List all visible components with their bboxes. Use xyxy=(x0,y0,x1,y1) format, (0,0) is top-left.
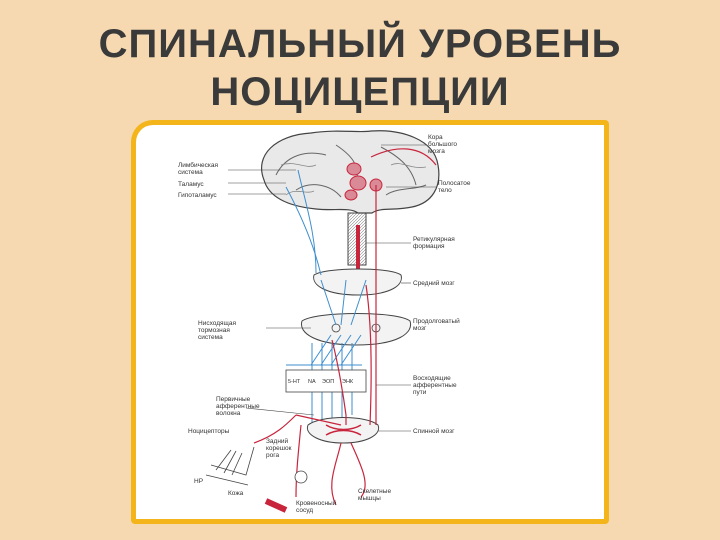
label-hp: НР xyxy=(194,478,203,485)
label-primary-afferent-3: волокна xyxy=(216,410,241,417)
label-skeletal-muscle-2: мышцы xyxy=(358,495,381,502)
diagram-frame: 5-НТ NA ЭОП ЭНК xyxy=(131,120,609,524)
label-leaders xyxy=(228,144,436,432)
neuro-label-1: 5-НТ xyxy=(288,379,301,385)
label-reticular-2: формация xyxy=(413,243,445,250)
label-primary-afferent-2: афферентные xyxy=(216,403,260,410)
medulla-section xyxy=(300,313,412,346)
label-reticular-1: Ретикулярная xyxy=(413,236,455,243)
slide-title-line2: НОЦИЦЕПЦИИ xyxy=(210,70,510,114)
neuro-label-4: ЭНК xyxy=(342,379,354,385)
label-descending-2: тормозная xyxy=(198,327,230,334)
label-cortex-3: мозга xyxy=(428,148,445,155)
label-midbrain: Средний мозг xyxy=(413,279,455,287)
label-dorsal-root-3: рога xyxy=(266,452,279,459)
label-thalamus: Таламус xyxy=(178,181,204,188)
label-skin: Кожа xyxy=(228,490,244,497)
nociception-diagram: 5-НТ NA ЭОП ЭНК xyxy=(178,130,471,514)
neuro-label-3: ЭОП xyxy=(322,379,334,385)
label-limbic-1: Лимбическая xyxy=(178,161,218,169)
label-cortex-1: Кора xyxy=(428,134,443,141)
label-blood-vessel-2: сосуд xyxy=(296,507,313,514)
spinal-cord-section xyxy=(306,417,380,444)
label-dorsal-root-2: корешок xyxy=(266,445,292,452)
label-hypothalamus: Гипоталамус xyxy=(178,192,217,199)
label-descending-1: Нисходящая xyxy=(198,320,236,327)
label-nociceptors: Ноцицепторы xyxy=(188,428,230,435)
label-striatum-2: тело xyxy=(438,187,452,194)
ganglion xyxy=(294,470,308,484)
label-descending-3: система xyxy=(198,334,223,341)
label-spinal: Спинной мозг xyxy=(413,427,455,435)
skin-receptors xyxy=(205,446,255,486)
label-ascending-1: Восходящие xyxy=(413,375,451,382)
label-dorsal-root-1: Задний xyxy=(266,437,289,445)
slide-title-line1: СПИНАЛЬНЫЙ УРОВЕНЬ xyxy=(98,22,622,66)
neuro-label-2: NA xyxy=(308,379,316,385)
blood-vessel xyxy=(264,498,288,513)
brain xyxy=(261,130,440,285)
label-ascending-3: пути xyxy=(413,389,427,396)
neurotransmitter-boxes: 5-НТ NA ЭОП ЭНК xyxy=(285,369,367,393)
label-ascending-2: афферентные xyxy=(413,382,457,389)
label-limbic-2: система xyxy=(178,169,203,176)
label-skeletal-muscle-1: Скелетные xyxy=(358,488,391,495)
label-medulla-2: мозг xyxy=(413,325,427,332)
label-striatum-1: Полосатое xyxy=(438,180,471,187)
label-blood-vessel-1: Кровеносный xyxy=(296,499,337,507)
midbrain-section xyxy=(313,268,402,296)
label-cortex-2: большого xyxy=(428,140,457,148)
slide-title: СПИНАЛЬНЫЙ УРОВЕНЬ НОЦИЦЕПЦИИ xyxy=(0,20,720,116)
diagram-labels: Кора большого мозга Лимбическая система … xyxy=(178,134,471,514)
label-medulla-1: Продолговатый xyxy=(413,317,460,325)
label-primary-afferent-1: Первичные xyxy=(216,396,251,403)
